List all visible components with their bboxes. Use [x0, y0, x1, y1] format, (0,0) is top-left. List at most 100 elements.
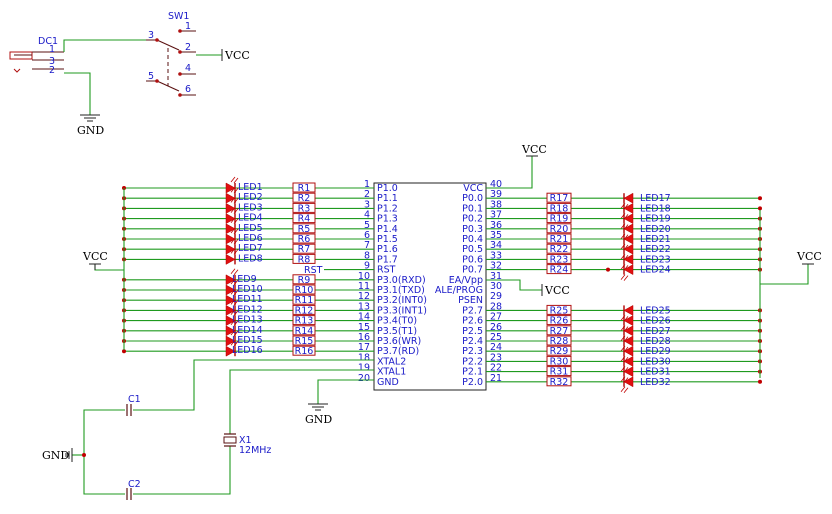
resistor-body: [292, 233, 316, 244]
resistor-body: [546, 304, 572, 315]
gnd-label-jack: GND: [77, 124, 104, 137]
led-ref: LED9: [232, 274, 257, 285]
mcu-pin-name: VCC: [463, 183, 483, 194]
gnd-label-mcu: GND: [305, 413, 332, 426]
vcc-label-left: VCC: [82, 250, 108, 263]
led-ref: LED22: [640, 244, 671, 255]
mcu-pin-number: 25: [490, 332, 502, 343]
mcu-pin-number: 23: [490, 352, 502, 363]
resistor-ref: R4: [298, 214, 311, 225]
resistor-body: [546, 366, 572, 377]
led-symbol: [623, 325, 634, 337]
led-ref: LED18: [640, 203, 671, 214]
led-ref: LED4: [238, 213, 263, 224]
gnd-symbol-mcu: GND: [305, 403, 332, 426]
mcu-pin-number: 11: [358, 281, 370, 292]
led-symbol: [623, 366, 634, 378]
mcu-pin-name: PSEN: [458, 295, 483, 306]
capacitor-c1-ref: C1: [128, 394, 141, 405]
led-ref: LED24: [640, 265, 671, 276]
led-symbol: [623, 335, 634, 347]
mcu-pin-number: 1: [364, 179, 370, 190]
resistor-body: [546, 213, 572, 224]
mcu-pin-name: P0.6: [462, 254, 483, 265]
vcc-label-mcu: VCC: [521, 143, 547, 156]
resistor-body: [292, 253, 316, 264]
resistor-ref: R18: [550, 203, 569, 214]
led-ref: LED32: [640, 377, 671, 388]
led-ref: LED15: [232, 335, 263, 346]
led-ref: LED5: [238, 223, 263, 234]
resistor-ref: R19: [550, 214, 569, 225]
led-symbol: [225, 192, 236, 204]
resistor-ref: R27: [550, 326, 569, 337]
led-symbol: [225, 345, 236, 357]
resistor-body: [292, 335, 316, 346]
led-ref: LED14: [232, 325, 263, 336]
resistor-body: [546, 233, 572, 244]
mcu-pin-name: P1.5: [377, 234, 398, 245]
mcu-pin-number: 16: [358, 332, 370, 343]
mcu-pin-number: 34: [490, 240, 502, 251]
mcu-pin-name: P0.4: [462, 234, 483, 245]
vcc-label-right: VCC: [796, 250, 822, 263]
led-symbol: [623, 192, 634, 204]
mcu-pin-name: P2.7: [462, 305, 483, 316]
resistor-body: [546, 264, 572, 275]
resistor-ref: R20: [550, 224, 569, 235]
vcc-symbol-left: VCC: [82, 250, 108, 270]
mcu-pin-number: 37: [490, 210, 502, 221]
mcu-pin-name: P0.0: [462, 193, 483, 204]
resistor-ref: R6: [298, 234, 311, 245]
led-ref: LED30: [640, 356, 671, 367]
led-ref: LED2: [238, 192, 263, 203]
led-ref: LED8: [238, 253, 263, 264]
led-ref: LED1: [238, 182, 263, 193]
crystal-x1: X1 12MHz: [223, 433, 271, 456]
mcu-pin-name: P3.0(RXD): [377, 275, 426, 286]
mcu-pin-number: 8: [364, 250, 370, 261]
resistor-body: [546, 335, 572, 346]
mcu-body: [373, 182, 487, 391]
led-symbol: [623, 253, 634, 265]
led-symbol: [225, 213, 236, 225]
mcu-pin-number: 20: [358, 373, 370, 384]
led-symbol: [225, 304, 236, 316]
led-ref: LED17: [640, 193, 671, 204]
led-symbol: [225, 315, 236, 327]
mcu-pin-name: P0.1: [462, 203, 483, 214]
mcu-pin-name: P2.4: [462, 336, 483, 347]
mcu-pin-name: P2.6: [462, 316, 483, 327]
led-ref: LED16: [232, 345, 263, 356]
mcu-pin-name: XTAL1: [377, 367, 406, 378]
resistor-body: [546, 202, 572, 213]
mcu-pin-name: P3.2(INT0): [377, 295, 427, 306]
led-ref: LED20: [640, 224, 671, 235]
vcc-label-switch: VCC: [224, 49, 250, 62]
capacitor-c1: C1: [126, 394, 141, 416]
resistor-ref: R9: [298, 275, 311, 286]
resistor-body: [292, 213, 316, 224]
led-ref: LED31: [640, 367, 671, 378]
led-ref: LED10: [232, 284, 263, 295]
led-ref: LED26: [640, 316, 671, 327]
gnd-symbol-jack: GND: [77, 114, 104, 137]
mcu-pin-number: 12: [358, 291, 370, 302]
mcu-pin-name: P3.4(T0): [377, 316, 417, 327]
mcu-pin-name: P1.4: [377, 224, 398, 235]
mcu-pin-number: 2: [364, 189, 370, 200]
led-ref: LED25: [640, 305, 671, 316]
resistor-ref: R25: [550, 305, 569, 316]
resistor-body: [292, 182, 316, 193]
resistor-body: [292, 274, 316, 285]
mcu-pin-name: P3.5(T1): [377, 326, 417, 337]
mcu-pin-name: P0.3: [462, 224, 483, 235]
mcu-pin-number: 35: [490, 230, 502, 241]
led-ref: LED3: [238, 202, 263, 213]
dc-jack-ref: DC1: [38, 36, 58, 47]
vcc-symbol-right: VCC: [796, 250, 822, 265]
mcu-pin-name: P0.5: [462, 244, 483, 255]
resistor-body: [546, 243, 572, 254]
